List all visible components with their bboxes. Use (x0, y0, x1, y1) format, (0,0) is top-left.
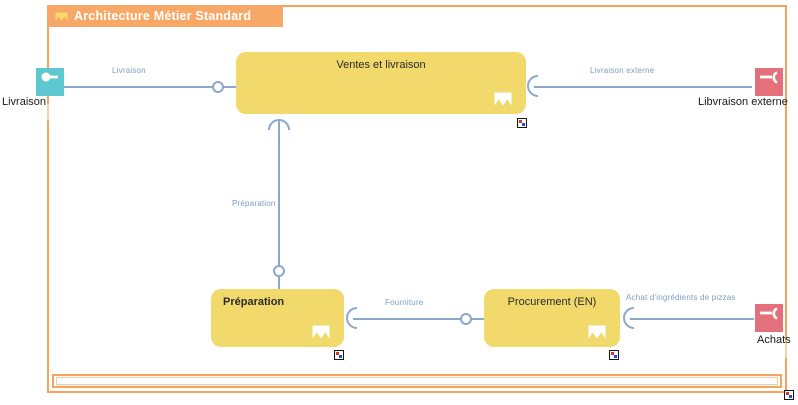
connector-fourniture-label: Fourniture (385, 298, 424, 307)
connector-preparation-label: Préparation (232, 199, 276, 208)
actor-achats[interactable] (755, 304, 783, 332)
crown-glyph-icon (312, 325, 330, 339)
frame-edge-right-upper (785, 46, 787, 120)
connector-achat-label: Achat d'ingrédients de pizzas (626, 293, 736, 302)
actor-achats-label: Achats (757, 334, 791, 346)
component-preparation[interactable]: Préparation (211, 289, 344, 347)
required-interface-icon (755, 304, 783, 332)
component-ventes-label: Ventes et livraison (336, 59, 426, 71)
connector-preparation-line[interactable] (278, 120, 280, 272)
badge-diagram-link-footer[interactable] (784, 390, 794, 400)
connector-livraison-externe-line[interactable] (534, 86, 752, 88)
actor-livraison-externe-label: Libvraison externe (698, 96, 788, 108)
crown-glyph-icon (55, 12, 68, 21)
crown-glyph-icon (588, 325, 606, 339)
provided-interface-icon (36, 68, 64, 96)
connector-livraison-externe-label: Livraison externe (590, 66, 655, 75)
connector-livraison-label: Livraison (112, 66, 146, 75)
badge-diagram-link-procurement[interactable] (609, 350, 619, 360)
component-ventes-et-livraison[interactable]: Ventes et livraison (236, 52, 526, 114)
package-title-bar[interactable]: Architecture Métier Standard (47, 5, 283, 27)
frame-edge-right-tick (785, 340, 787, 358)
connector-fourniture-stub (470, 318, 484, 320)
required-interface-socket-livraison-externe[interactable] (526, 75, 540, 97)
actor-livraison-externe[interactable] (755, 68, 783, 96)
connector-livraison-line[interactable] (63, 86, 215, 88)
frame-edge-right-lower (785, 280, 787, 355)
required-interface-socket-fourniture[interactable] (345, 307, 359, 329)
required-interface-socket-achat[interactable] (622, 307, 636, 329)
connector-achat-line[interactable] (630, 318, 754, 320)
badge-diagram-link-ventes[interactable] (517, 118, 527, 128)
component-procurement-label: Procurement (EN) (507, 296, 597, 308)
frame-edge-left-tick (47, 104, 49, 120)
required-interface-icon (755, 68, 783, 96)
actor-livraison-label: Livraison (2, 96, 47, 108)
connector-livraison-stub (222, 86, 236, 88)
component-preparation-label: Préparation (223, 296, 285, 308)
package-title-text: Architecture Métier Standard (74, 9, 252, 23)
package-footer-inner-bar (56, 377, 778, 385)
connector-preparation-stub (278, 275, 280, 289)
component-procurement[interactable]: Procurement (EN) (484, 289, 620, 347)
badge-diagram-link-preparation[interactable] (334, 350, 344, 360)
crown-glyph-icon (494, 92, 512, 106)
connector-fourniture-line[interactable] (353, 318, 461, 320)
actor-livraison[interactable] (36, 68, 64, 96)
